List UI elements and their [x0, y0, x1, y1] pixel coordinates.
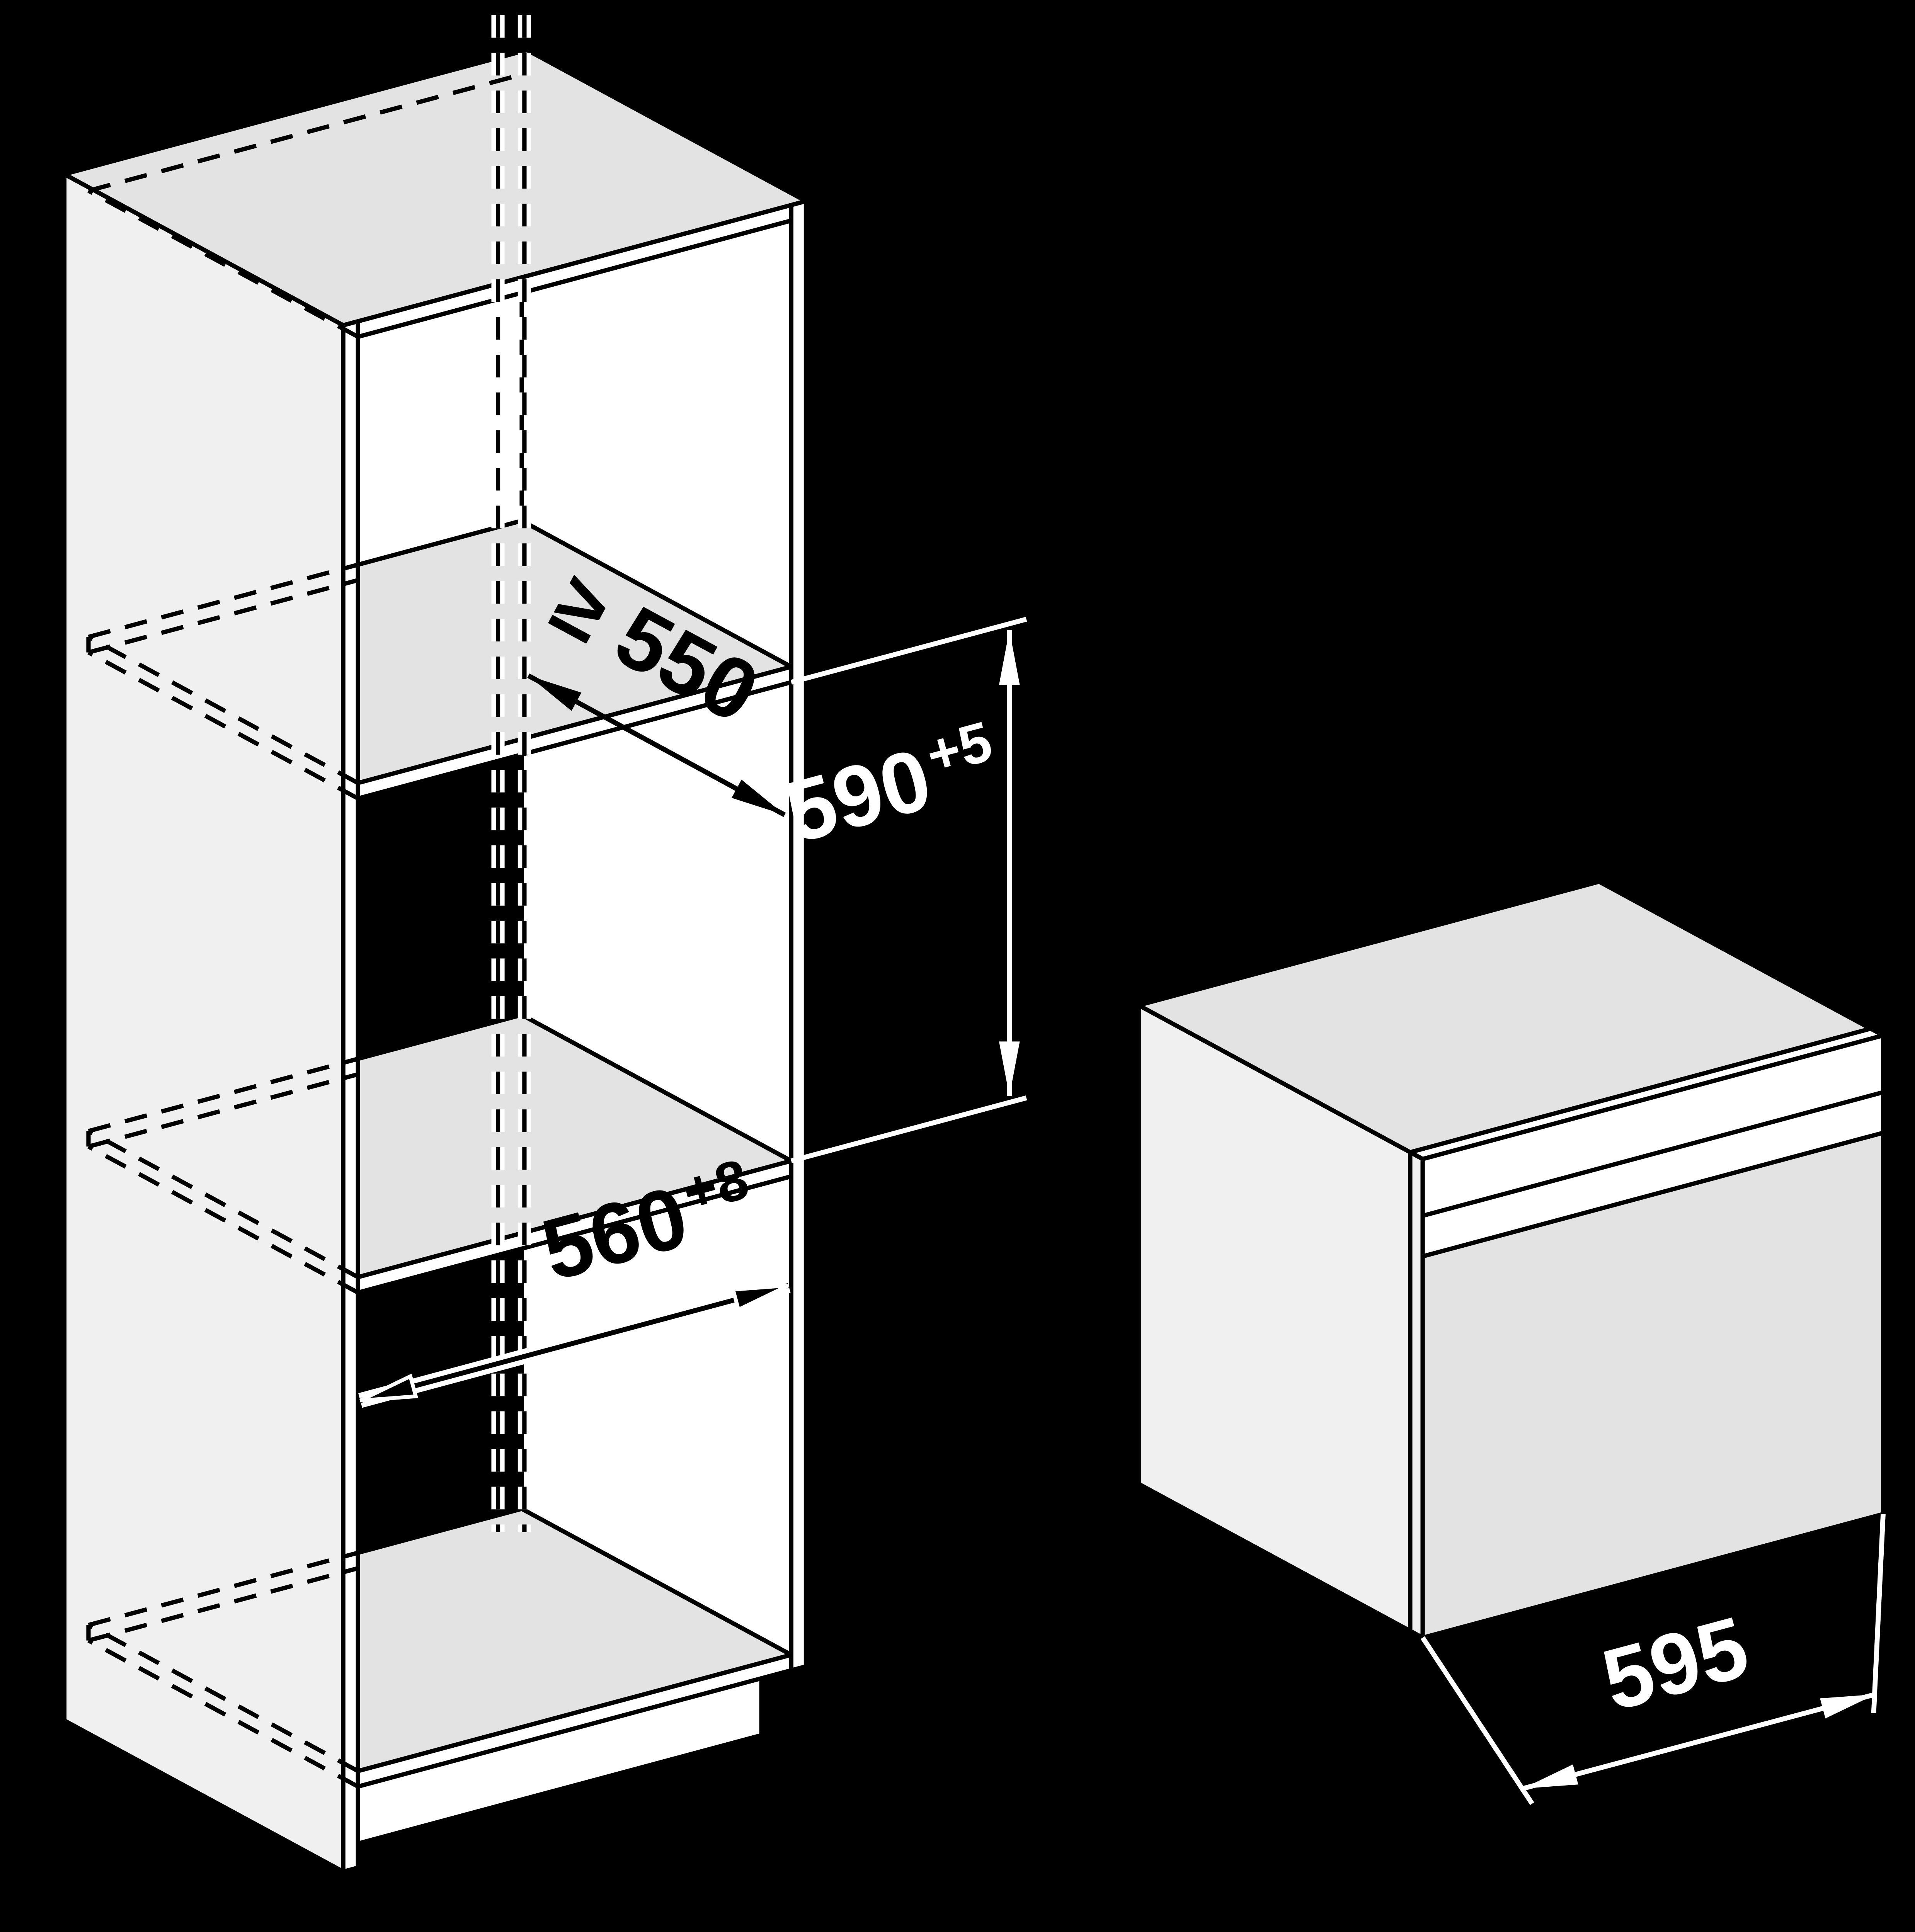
hidden-edge-dashed: [87, 1145, 359, 1295]
dimension-label-niche-height-tolerance: +5: [920, 709, 999, 787]
hidden-edge-dashed: [88, 1566, 359, 1643]
hidden-edge-dashed: [87, 189, 359, 339]
hidden-edge-dashed: [87, 1623, 359, 1773]
extension-line: [790, 617, 1027, 685]
right-panel-front-edge: [789, 198, 809, 1673]
housing-unit: [58, 48, 812, 1876]
hidden-edge-dashed: [88, 563, 359, 639]
oven-control-panel-line: [1422, 1090, 1884, 1218]
left-panel-front-edge: [341, 318, 360, 1875]
hidden-edge-dashed: [87, 1638, 359, 1789]
oven: [1133, 879, 1889, 1641]
hidden-edge-dashed: [88, 1551, 359, 1627]
hidden-edge-dashed: [87, 650, 359, 801]
hidden-edge-dashed: [88, 1056, 359, 1133]
hidden-edge-dashed: [87, 635, 359, 785]
dimension-arrow-appliance-width: [1522, 1692, 1876, 1791]
housing-left-side-panel: [62, 170, 346, 1876]
niche-height-dimension: 590 +5: [776, 617, 1027, 1163]
dimension-label-appliance-width: 595: [1593, 1598, 1758, 1729]
extension-line: [1420, 1636, 1534, 1805]
extension-line: [1871, 1514, 1886, 1713]
hidden-edge-dashed: [88, 578, 359, 655]
hidden-edge-dashed: [88, 1072, 359, 1149]
extension-line: [790, 1095, 1027, 1163]
hidden-edge-dashed: [87, 1129, 359, 1279]
dimension-arrow-niche-depth: [527, 673, 786, 817]
dimension-arrow-niche-width: [359, 1283, 790, 1403]
hidden-edges: [86, 15, 531, 1789]
